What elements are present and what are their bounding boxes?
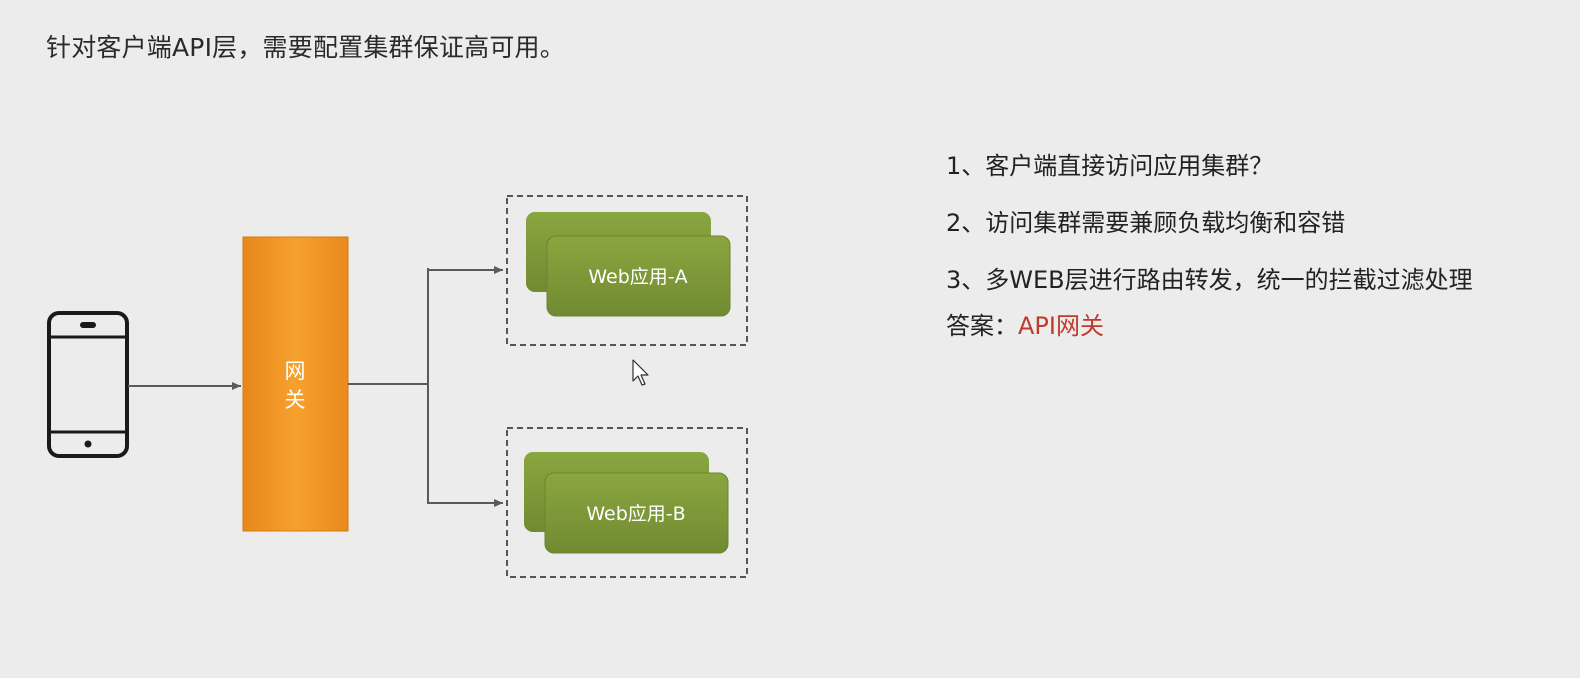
smartphone-icon: [47, 311, 129, 458]
question-item-1: 1、客户端直接访问应用集群？: [946, 152, 1274, 180]
slide-title: 针对客户端API层，需要配置集群保证高可用。: [46, 33, 565, 62]
question-item-2: 2、访问集群需要兼顾负载均衡和容错: [946, 209, 1346, 237]
mouse-pointer-icon: [632, 359, 649, 386]
architecture-diagram: 网 关 Web应用-A Web应用-B: [47, 195, 748, 578]
web-app-a-label: Web应用-A: [588, 266, 687, 288]
gateway-label-line1: 网: [285, 359, 306, 383]
gateway-to-apps-connector: [348, 266, 503, 507]
web-cluster-b: Web应用-B: [506, 427, 748, 578]
answer-value: API网关: [1018, 312, 1104, 340]
question-item-3: 3、多WEB层进行路由转发，统一的拦截过滤处理: [946, 266, 1473, 294]
gateway-label-line2: 关: [285, 388, 306, 412]
web-app-b-label: Web应用-B: [586, 503, 685, 525]
answer-row: 答案：API网关: [946, 306, 1104, 341]
question-list: 1、客户端直接访问应用集群？ 2、访问集群需要兼顾负载均衡和容错 3、多WEB层…: [946, 138, 1473, 309]
web-cluster-a: Web应用-A: [506, 195, 748, 346]
answer-label: 答案：: [946, 312, 1018, 340]
gateway-node: 网 关: [242, 236, 349, 532]
